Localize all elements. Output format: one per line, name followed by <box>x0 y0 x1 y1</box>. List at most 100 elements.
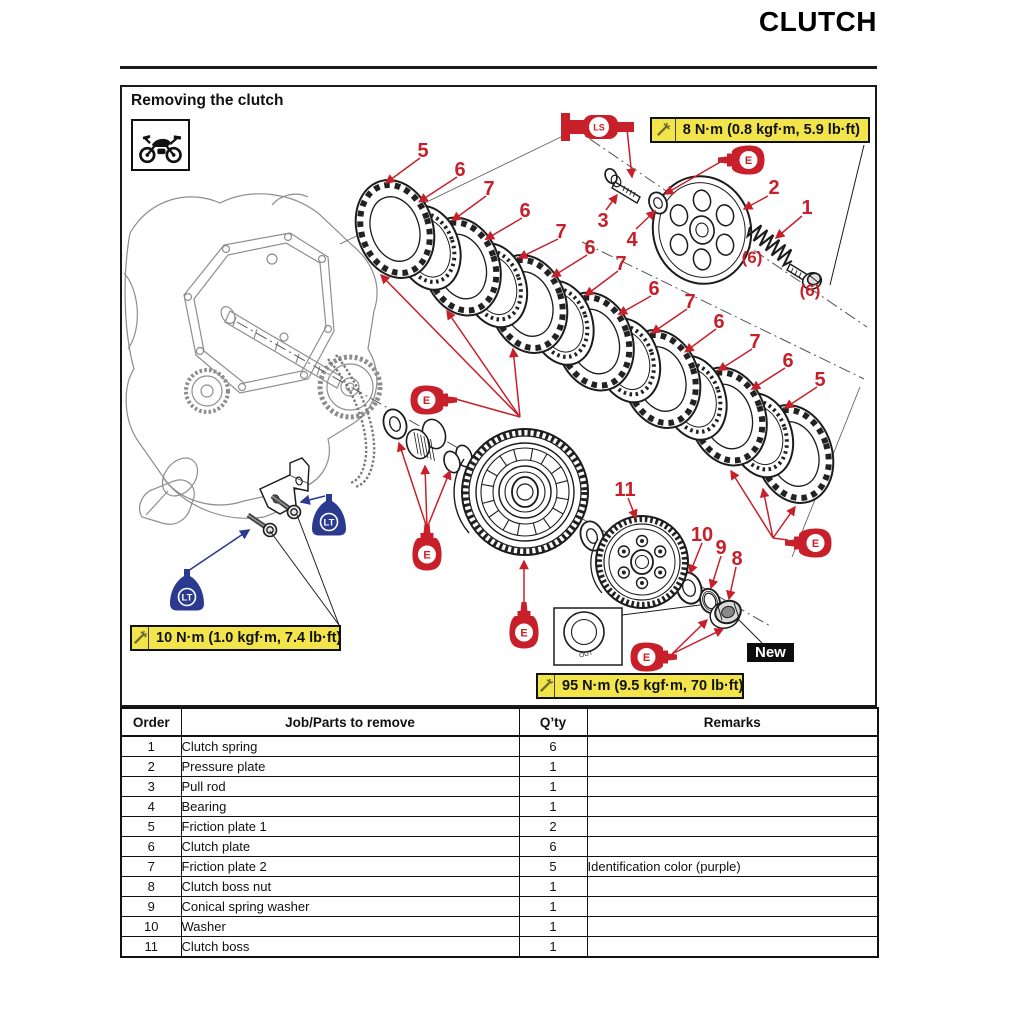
engine-oil-icon: E <box>410 385 457 415</box>
remarks-cell <box>586 816 879 837</box>
remarks-cell <box>586 876 879 897</box>
clutch-boss <box>590 515 689 609</box>
qty-cell: 2 <box>518 816 588 837</box>
loctite-symbol-label: LT <box>324 518 335 529</box>
loctite-icon: LT <box>312 494 346 536</box>
part-cell: Friction plate 1 <box>180 816 520 837</box>
friction-plate <box>354 179 436 279</box>
wrench-icon <box>132 627 149 649</box>
part-callout: 6 <box>519 200 530 222</box>
loctite-symbol-label: LT <box>182 593 193 604</box>
remarks-cell <box>586 896 879 917</box>
clutch-boss-nut <box>709 599 742 629</box>
part-callout: 5 <box>417 140 428 162</box>
part-cell: Friction plate 2 <box>180 856 520 877</box>
part-callout: 7 <box>483 178 494 200</box>
part-callout: 11 <box>614 479 635 501</box>
engine-oil-icon: E <box>509 602 539 649</box>
remarks-cell <box>586 796 879 817</box>
engine-oil-icon: E <box>718 145 765 175</box>
part-callout: 5 <box>814 369 825 391</box>
column-header: Order <box>120 707 182 737</box>
bracket-assembly <box>246 457 310 538</box>
part-cell: Conical spring washer <box>180 896 520 917</box>
oil-symbol-label: E <box>423 550 430 562</box>
oil-symbol-label: E <box>423 395 430 407</box>
engine-oil-icon: E <box>412 524 442 571</box>
grease-symbol-label: LS <box>593 123 605 133</box>
order-cell: 6 <box>120 836 182 857</box>
part-cell: Pull rod <box>180 776 520 797</box>
part-cell: Pressure plate <box>180 756 520 777</box>
torque-spec-10nm: 10 N·m (1.0 kgf·m, 7.4 lb·ft) <box>130 625 341 651</box>
part-cell: Clutch plate <box>180 836 520 857</box>
quantity-label: (6) <box>742 248 763 267</box>
order-cell: 2 <box>120 756 182 777</box>
black-leaders <box>269 144 865 644</box>
part-cell: Clutch boss <box>180 936 520 958</box>
part-callout: 6 <box>648 278 659 300</box>
oil-symbol-label: E <box>812 538 819 550</box>
torque-text: 8 N·m (0.8 kgf·m, 5.9 lb·ft) <box>682 122 860 138</box>
remarks-cell <box>586 936 879 958</box>
remarks-cell: Identification color (purple) <box>586 856 879 877</box>
column-header: Remarks <box>586 707 879 737</box>
part-callout: 3 <box>597 210 608 232</box>
part-callout: 2 <box>768 177 779 199</box>
oil-symbol-label: E <box>520 628 527 640</box>
remarks-cell <box>586 916 879 937</box>
part-cell: Bearing <box>180 796 520 817</box>
qty-cell: 6 <box>518 836 588 857</box>
plate-stack <box>354 179 835 504</box>
quantity-label: (6) <box>800 281 821 300</box>
order-cell: 4 <box>120 796 182 817</box>
part-callout: 7 <box>749 331 760 353</box>
clutch-housing <box>453 428 589 556</box>
torque-spec-95nm: 95 N·m (9.5 kgf·m, 70 lb·ft) <box>536 673 744 699</box>
column-header: Job/Parts to remove <box>180 707 520 737</box>
section-heading: Removing the clutch <box>131 92 284 109</box>
remarks-cell <box>586 776 879 797</box>
pressure-plate-assembly <box>604 167 823 290</box>
lubricant-symbols: LS E E E E E E LT LT <box>170 113 832 672</box>
page-title: CLUTCH <box>758 6 877 37</box>
part-cell: Clutch boss nut <box>180 876 520 897</box>
oil-symbol-label: E <box>643 652 650 664</box>
qty-cell: 1 <box>518 876 588 897</box>
part-callout: 7 <box>684 291 695 313</box>
loctite-icon: LT <box>170 569 204 611</box>
out-label: OUT <box>579 650 594 660</box>
order-cell: 10 <box>120 916 182 937</box>
motorcycle-icon <box>131 119 190 171</box>
part-callout: 9 <box>715 537 726 559</box>
qty-cell: 1 <box>518 796 588 817</box>
qty-cell: 1 <box>518 916 588 937</box>
grease-icon: LS <box>561 113 634 141</box>
blue-arrows <box>187 494 326 572</box>
torque-text: 95 N·m (9.5 kgf·m, 70 lb·ft) <box>562 678 744 694</box>
torque-spec-8nm: 8 N·m (0.8 kgf·m, 5.9 lb·ft) <box>650 117 870 143</box>
part-callout: 7 <box>555 221 566 243</box>
order-cell: 3 <box>120 776 182 797</box>
wrench-icon <box>538 675 555 697</box>
part-cell: Washer <box>180 916 520 937</box>
red-leaders <box>379 128 818 655</box>
part-callout: 6 <box>782 350 793 372</box>
remarks-cell <box>586 756 879 777</box>
order-cell: 9 <box>120 896 182 917</box>
torque-text: 10 N·m (1.0 kgf·m, 7.4 lb·ft) <box>156 630 342 646</box>
part-callout: 6 <box>713 311 724 333</box>
